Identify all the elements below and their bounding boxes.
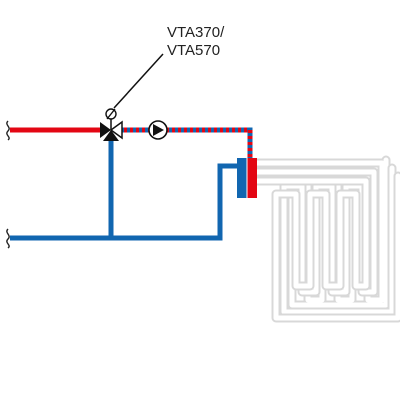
actuator-slash: [106, 108, 116, 120]
mixed-supply-pipe: [118, 127, 253, 160]
valve-bottom-triangle: [103, 130, 119, 141]
valve-model-line-2: VTA570: [167, 42, 221, 59]
mixed-pipe-base: [118, 127, 253, 160]
pump-arrow: [153, 124, 164, 136]
valve-leader-line: [113, 53, 164, 109]
underfloor-heating-loops: [251, 155, 400, 323]
floor-loop-fill-2: [253, 165, 395, 315]
manifold-return-bar: [237, 158, 247, 198]
thermostatic-actuator-icon: [105, 108, 117, 120]
return-pipe: [10, 163, 240, 241]
valve-model-line-1: VTA370/: [167, 24, 225, 41]
floor-loop-fill-3: [253, 173, 400, 321]
break-mark-top: [6, 120, 10, 141]
manifold-supply-bar: [247, 158, 257, 198]
three-way-valve-icon: [100, 119, 123, 141]
circulation-pump-icon: [148, 120, 168, 140]
manifold: [237, 158, 257, 198]
valve-right-triangle: [109, 120, 123, 140]
valve-model-label: VTA370/ VTA570: [167, 24, 224, 60]
mixed-pipe-dash: [118, 127, 253, 160]
valve-left-triangle: [100, 122, 111, 138]
break-mark-bottom: [6, 228, 10, 249]
